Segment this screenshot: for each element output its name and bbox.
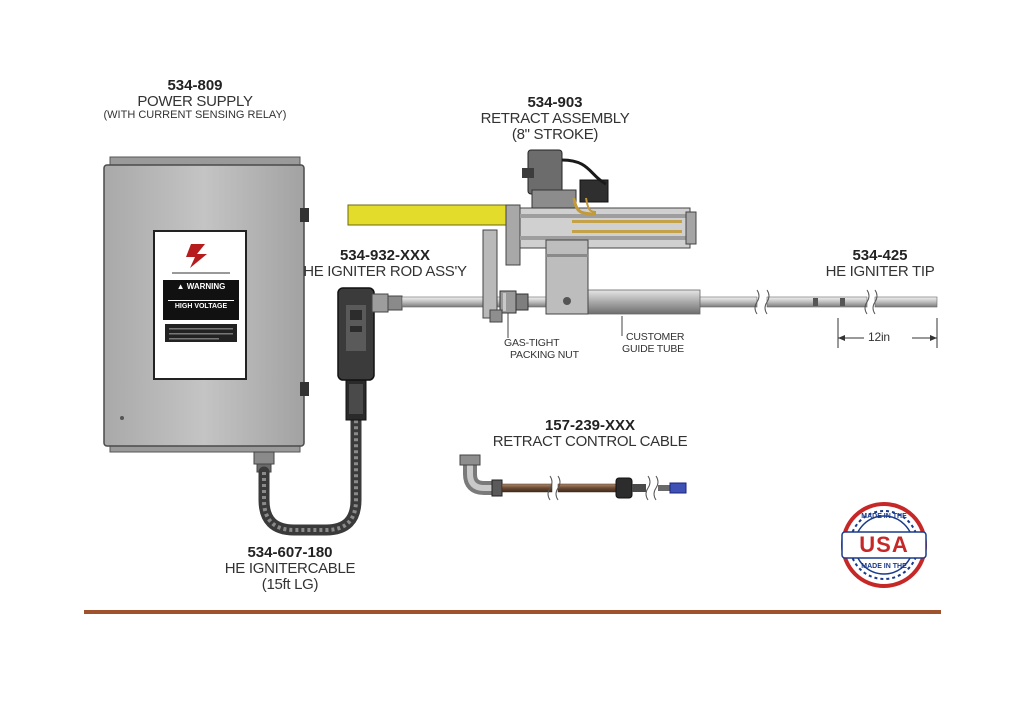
retract-assembly-label: 534-903 RETRACT ASSEMBLY (8" STROKE)	[460, 95, 650, 142]
guide-tube-callout: CUSTOMER GUIDE TUBE	[622, 331, 685, 355]
packing-nut	[499, 290, 529, 314]
callout-line: CUSTOMER	[626, 331, 685, 343]
logo-icon	[186, 244, 207, 268]
part-number: 534-932-XXX	[339, 247, 431, 264]
warning-subtitle: HIGH VOLTAGE	[174, 303, 228, 310]
component-name: HE IGNITER ROD ASS'Y	[303, 262, 467, 280]
yellow-handle	[347, 204, 507, 226]
retract-control-cable	[459, 454, 687, 501]
igniter-cable-label: 534-607-180 HE IGNITERCABLE (15ft LG)	[205, 545, 375, 592]
packing-nut-callout: GAS-TIGHT PACKING NUT	[504, 337, 579, 361]
igniter-rod-label: 534-932-XXX HE IGNITER ROD ASS'Y	[300, 248, 470, 280]
igniter-rod-housing	[337, 287, 403, 421]
power-supply-label: 534-809 POWER SUPPLY (WITH CURRENT SENSI…	[90, 78, 300, 121]
part-number: 157-239-XXX	[544, 417, 636, 434]
component-name: HE IGNITER TIP	[825, 262, 935, 280]
component-note: (8" STROKE)	[511, 125, 599, 143]
callout-line: GAS-TIGHT	[504, 337, 560, 349]
warning-title-text: WARNING	[186, 282, 226, 291]
component-note: (WITH CURRENT SENSING RELAY)	[103, 108, 287, 121]
part-number: 534-903	[527, 94, 583, 111]
component-name: POWER SUPPLY	[137, 92, 253, 110]
component-name: RETRACT ASSEMBLY	[480, 109, 630, 127]
callout-line: PACKING NUT	[510, 348, 579, 361]
badge-top-text: MADE IN THE	[861, 513, 907, 520]
component-name: HE IGNITERCABLE	[224, 559, 356, 577]
made-in-usa-badge	[841, 502, 927, 588]
bottom-rule	[84, 610, 941, 614]
callout-line: GUIDE TUBE	[622, 342, 684, 355]
badge-center-text: USA	[859, 532, 909, 557]
part-number: 534-809	[167, 77, 223, 94]
badge-bottom-text: MADE IN THE	[861, 563, 907, 570]
part-number: 534-425	[852, 247, 908, 264]
component-note: (15ft LG)	[261, 575, 319, 593]
warning-triangle-icon: ▲	[176, 282, 187, 291]
retract-control-cable-label: 157-239-XXX RETRACT CONTROL CABLE	[480, 418, 700, 450]
dimension-12in	[837, 318, 938, 348]
part-number: 534-607-180	[247, 544, 333, 561]
component-name: RETRACT CONTROL CABLE	[492, 432, 688, 450]
warning-title: ▲ WARNING	[163, 282, 239, 291]
power-supply-enclosure	[103, 156, 309, 473]
dimension-label: 12in	[868, 330, 890, 344]
retract-assembly	[347, 149, 697, 323]
igniter-tip-label: 534-425 HE IGNITER TIP	[810, 248, 950, 280]
